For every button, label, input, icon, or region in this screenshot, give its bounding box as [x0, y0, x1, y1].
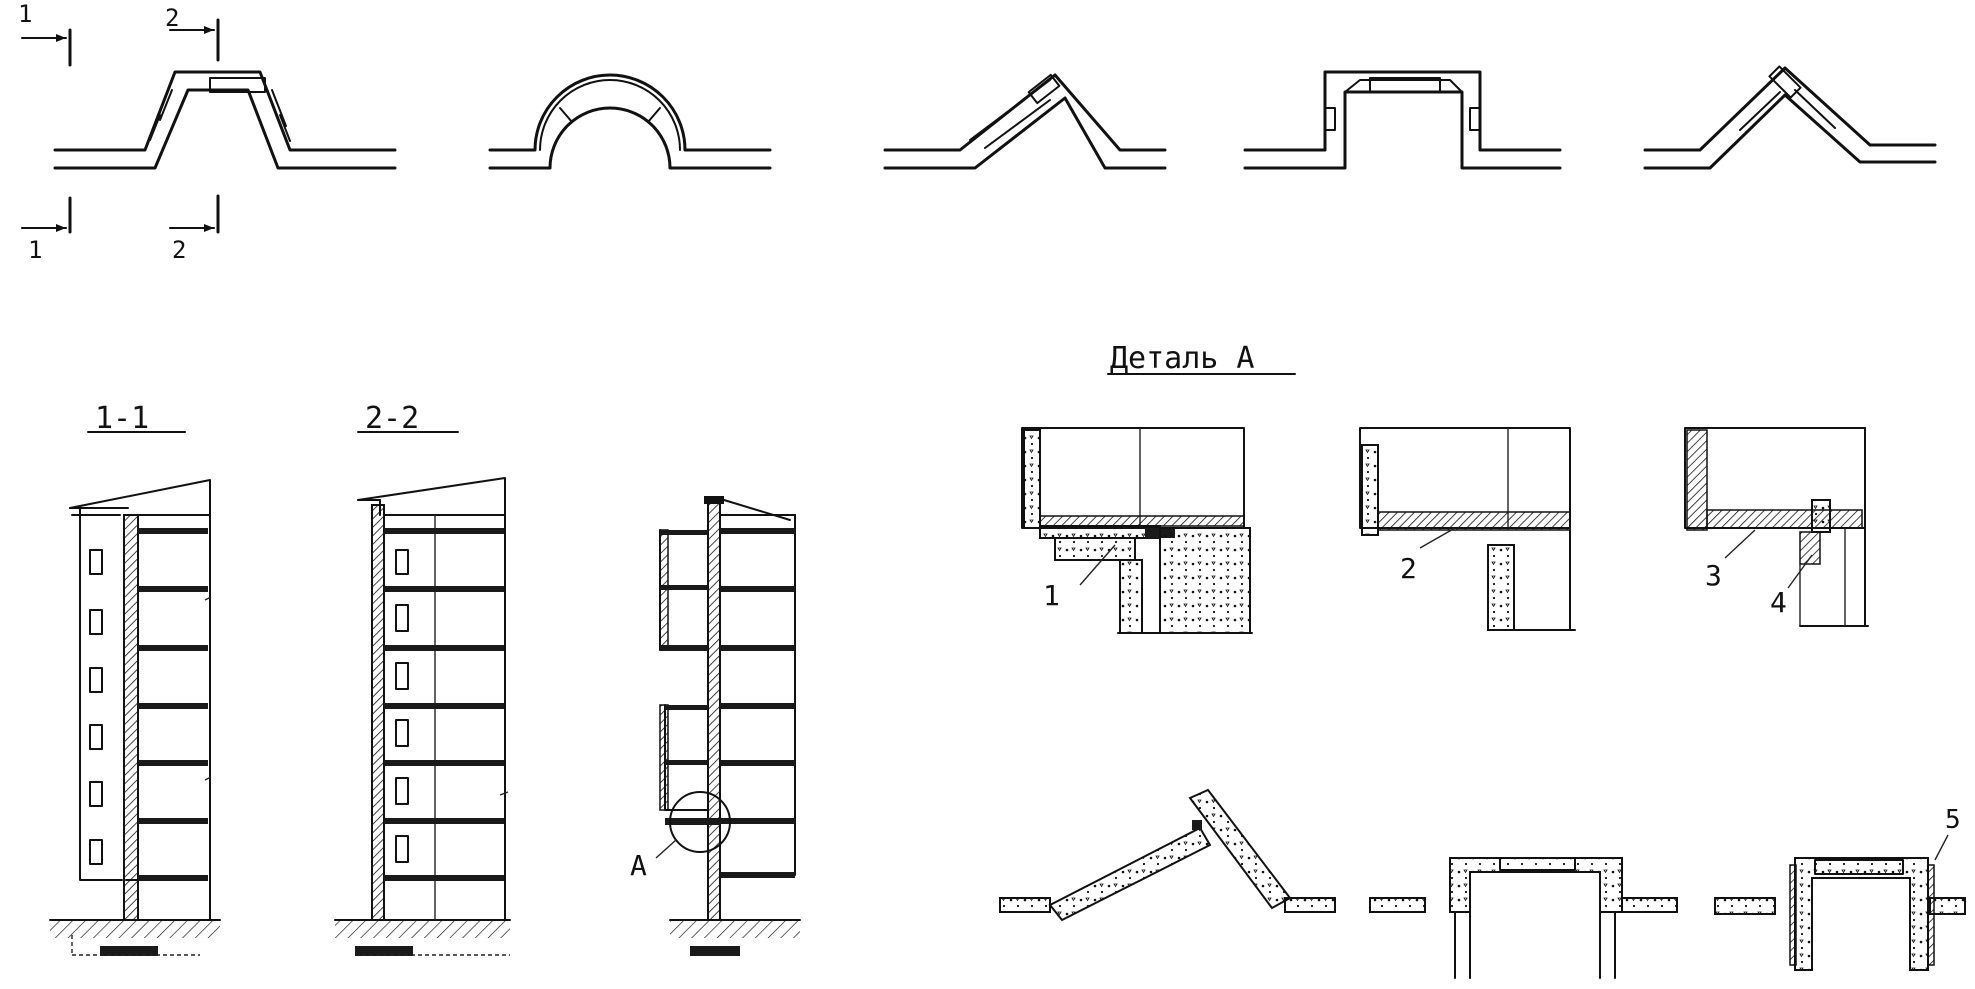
pos-label-1: 1 [1043, 579, 1060, 612]
leader-5 [1934, 834, 1949, 861]
pos-label-5: 5 [1945, 805, 1961, 835]
section-balcony-drawing [655, 496, 801, 956]
detail-variant-2 [1359, 427, 1576, 631]
section-title-1-1: 1-1 [95, 401, 149, 436]
prefab-plan-triangular [999, 788, 1336, 922]
plan-triangular-bay [883, 73, 1167, 170]
plan-rectangular-bay [1243, 70, 1562, 170]
pos-label-2: 2 [1400, 552, 1417, 585]
cut-label-1-bottom: 1 [28, 236, 42, 264]
plan-arched-bay [488, 73, 772, 170]
leader-4 [1787, 554, 1813, 589]
detail-title: Деталь А [1110, 341, 1255, 376]
cut-label-2-top: 2 [165, 4, 179, 32]
section-2-2-drawing [334, 477, 511, 956]
pos-label-4: 4 [1770, 586, 1787, 619]
cut-label-2-bottom: 2 [172, 236, 186, 264]
leader-3 [1724, 529, 1756, 559]
prefab-plan-rectangular-insulated [1714, 857, 1966, 971]
detail-ref-label: А [630, 849, 647, 882]
leader-2 [1419, 527, 1456, 549]
leader-1 [1079, 544, 1116, 586]
pos-label-3: 3 [1705, 559, 1722, 592]
section-title-2-2: 2-2 [365, 401, 419, 436]
plan-trapezoid-bay [21, 18, 397, 234]
plan-corner-bay [1643, 65, 1937, 170]
prefab-plan-rectangular [1369, 857, 1678, 979]
section-1-1-drawing [49, 479, 221, 956]
detail-variant-3 [1684, 427, 1869, 627]
cut-label-1-top: 1 [18, 0, 32, 28]
detail-variant-1 [1021, 427, 1253, 634]
